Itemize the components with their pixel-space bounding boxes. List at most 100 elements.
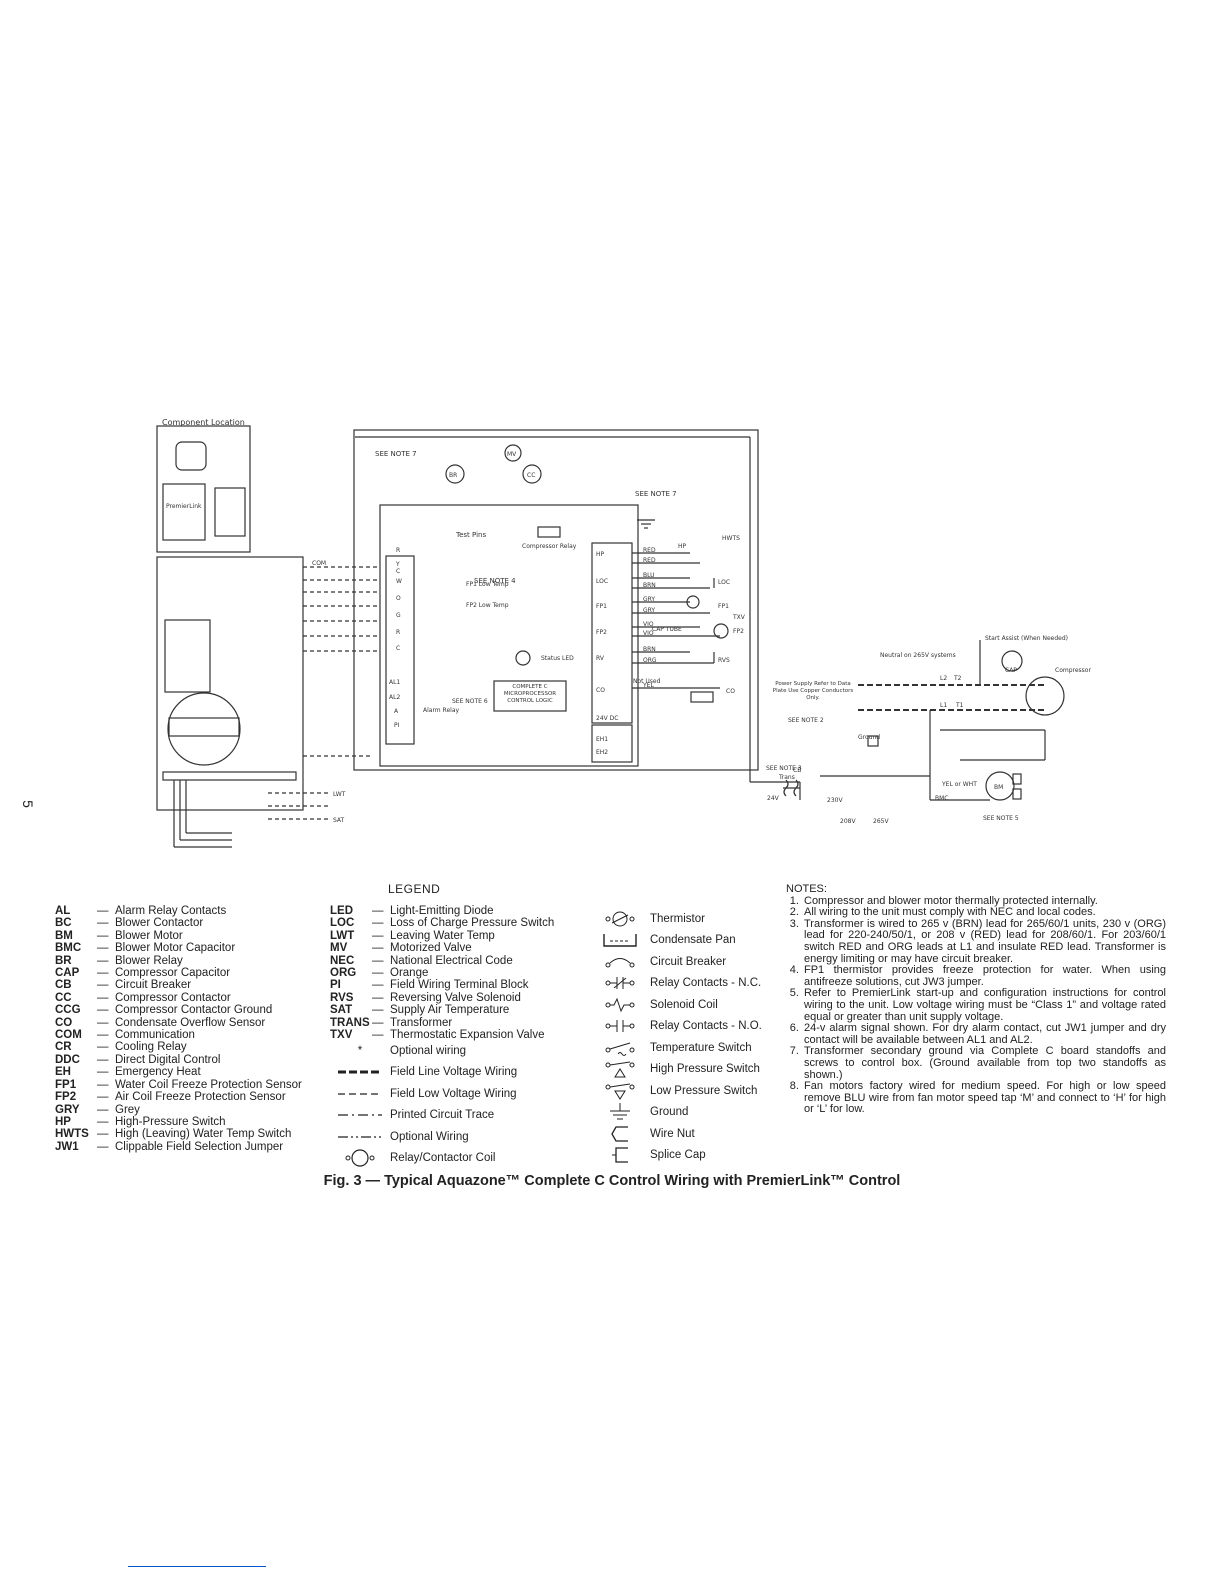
line-symbol-desc: Relay/Contactor Coil bbox=[390, 1152, 496, 1165]
abbreviation-desc: National Electrical Code bbox=[390, 954, 513, 967]
component-symbol-row: Relay Contacts - N.C. bbox=[590, 973, 780, 995]
component-symbol-desc: High Pressure Switch bbox=[650, 1063, 760, 1076]
device-label-4: RVS bbox=[718, 657, 730, 664]
abbreviation-row: CC—Compressor Contactor bbox=[55, 992, 302, 1004]
abbreviation-dash: — bbox=[372, 929, 384, 942]
abbreviation-row: EH—Emergency Heat bbox=[55, 1066, 302, 1078]
abbreviation-dash: — bbox=[372, 905, 384, 917]
coil-line-icon bbox=[345, 1149, 375, 1167]
abbreviation-dash: — bbox=[97, 1078, 109, 1091]
terminal-left-2: Y bbox=[395, 561, 400, 568]
abbreviation-desc: Motorized Valve bbox=[390, 942, 472, 955]
abbreviation-desc: Circuit Breaker bbox=[115, 979, 192, 992]
terminal-right-4: RV bbox=[596, 655, 605, 662]
abbreviation-code: BMC bbox=[55, 942, 82, 955]
low-pressure-switch-icon bbox=[605, 1083, 635, 1100]
component-symbol-row: Solenoid Coil bbox=[590, 994, 780, 1016]
fp2-low-temp-label: FP2 Low Temp bbox=[466, 602, 509, 609]
abbreviation-row: FP2—Air Coil Freeze Protection Sensor bbox=[55, 1091, 302, 1103]
cap-label: CAP bbox=[1005, 667, 1017, 674]
see-note-2-label: SEE NOTE 2 bbox=[788, 717, 824, 724]
abbreviation-code: TRANS bbox=[330, 1016, 370, 1029]
power-supply-label: Power Supply Refer to Data Plate Use Cop… bbox=[772, 681, 854, 701]
note-item: Fan motors factory wired for medium spee… bbox=[802, 1080, 1166, 1116]
abbreviation-row: COM—Communication bbox=[55, 1029, 302, 1041]
abbreviation-desc: Leaving Water Temp bbox=[390, 929, 495, 942]
abbreviation-desc: Loss of Charge Pressure Switch bbox=[390, 917, 555, 930]
abbreviation-desc: Air Coil Freeze Protection Sensor bbox=[115, 1091, 286, 1104]
component-symbol-row: Wire Nut bbox=[590, 1123, 780, 1145]
abbreviation-row: CR—Cooling Relay bbox=[55, 1041, 302, 1053]
abbreviation-desc: Communication bbox=[115, 1029, 195, 1042]
component-symbol-row: Splice Cap bbox=[590, 1145, 780, 1167]
complete-c-logic-label: COMPLETE C MICROPROCESSOR CONTROL LOGIC bbox=[503, 684, 557, 704]
txv-label: TXV bbox=[732, 614, 746, 621]
see-note-7-label-right: SEE NOTE 7 bbox=[635, 490, 677, 498]
abbreviation-code: BM bbox=[55, 929, 73, 942]
abbreviation-row: BR—Blower Relay bbox=[55, 955, 302, 967]
bmc-label: BMC bbox=[935, 795, 948, 802]
abbreviation-code: FP1 bbox=[55, 1078, 77, 1091]
abbreviation-row: RVS—Reversing Valve Solenoid bbox=[330, 992, 554, 1004]
thin-dashed-line-icon bbox=[338, 1093, 382, 1095]
abbreviation-code: LOC bbox=[330, 917, 355, 930]
abbreviation-row: BM—Blower Motor bbox=[55, 930, 302, 942]
note-item: Refer to PremierLink start-up and config… bbox=[802, 988, 1166, 1023]
208v-label: 208V bbox=[840, 818, 856, 825]
sat-label: SAT bbox=[333, 817, 345, 824]
wire-label-0: RED bbox=[643, 547, 656, 554]
wire-label-7: VIO bbox=[643, 630, 654, 637]
abbreviation-row: CAP—Compressor Capacitor bbox=[55, 967, 302, 979]
line-symbol-row: Optional Wiring bbox=[330, 1126, 570, 1148]
component-symbol-row: Circuit Breaker bbox=[590, 951, 780, 973]
abbreviation-code: GRY bbox=[55, 1103, 80, 1116]
abbreviation-dash: — bbox=[97, 942, 109, 955]
terminal-left-11: PI bbox=[394, 722, 400, 729]
terminal-right-8: EH2 bbox=[596, 749, 608, 756]
abbreviation-row: TRANS—Transformer bbox=[330, 1017, 554, 1029]
line-symbol-desc: Field Line Voltage Wiring bbox=[390, 1066, 518, 1079]
abbreviation-dash: — bbox=[97, 917, 109, 930]
trans-label: Trans bbox=[778, 774, 795, 781]
abbreviation-desc: Compressor Capacitor bbox=[115, 967, 231, 980]
see-note-7-label: SEE NOTE 7 bbox=[375, 450, 417, 458]
mv-label: MV bbox=[507, 451, 517, 458]
wire-label-4: GRY bbox=[643, 596, 655, 603]
abbreviation-dash: — bbox=[372, 1004, 384, 1017]
abbreviation-desc: Reversing Valve Solenoid bbox=[390, 991, 521, 1004]
note-item: Transformer is wired to 265 v (BRN) lead… bbox=[802, 918, 1166, 965]
line-symbol-row: Relay/Contactor Coil bbox=[330, 1148, 570, 1170]
terminal-right-6: 24V DC bbox=[596, 715, 618, 722]
footer-rule bbox=[128, 1566, 266, 1567]
wire-label-10: YEL bbox=[642, 682, 654, 689]
abbreviation-row: BC—Blower Contactor bbox=[55, 917, 302, 929]
abbreviation-code: BR bbox=[55, 954, 72, 967]
terminal-left-1: C bbox=[396, 568, 400, 575]
abbreviation-code: COM bbox=[55, 1029, 82, 1042]
line-symbol-row: Printed Circuit Trace bbox=[330, 1105, 570, 1127]
notes-section: NOTES: Compressor and blower motor therm… bbox=[786, 883, 1166, 1116]
relay-no-icon bbox=[605, 1020, 635, 1033]
compressor-relay-label: Compressor Relay bbox=[522, 543, 577, 550]
abbreviation-desc: Cooling Relay bbox=[115, 1041, 187, 1054]
abbreviation-code: MV bbox=[330, 942, 348, 955]
abbreviation-row: CO—Condensate Overflow Sensor bbox=[55, 1017, 302, 1029]
abbreviation-code: LWT bbox=[330, 929, 355, 942]
solenoid-coil-icon bbox=[605, 997, 635, 1013]
terminal-right-1: LOC bbox=[596, 578, 608, 585]
abbreviation-row: BMC—Blower Motor Capacitor bbox=[55, 942, 302, 954]
abbreviation-desc: High (Leaving) Water Temp Switch bbox=[115, 1128, 292, 1141]
thermistor-icon bbox=[605, 911, 635, 927]
abbreviation-desc: Direct Digital Control bbox=[115, 1053, 221, 1066]
device-label-2: FP1 bbox=[718, 603, 729, 610]
component-symbol-desc: Thermistor bbox=[650, 912, 705, 925]
device-label-5: CO bbox=[726, 688, 735, 695]
abbreviation-row: HP—High-Pressure Switch bbox=[55, 1116, 302, 1128]
hp-label: HP bbox=[678, 543, 687, 550]
wire-label-3: BRN bbox=[643, 582, 656, 589]
page-number: 5 bbox=[19, 800, 36, 808]
abbreviation-row: PI—Field Wiring Terminal Block bbox=[330, 979, 554, 991]
